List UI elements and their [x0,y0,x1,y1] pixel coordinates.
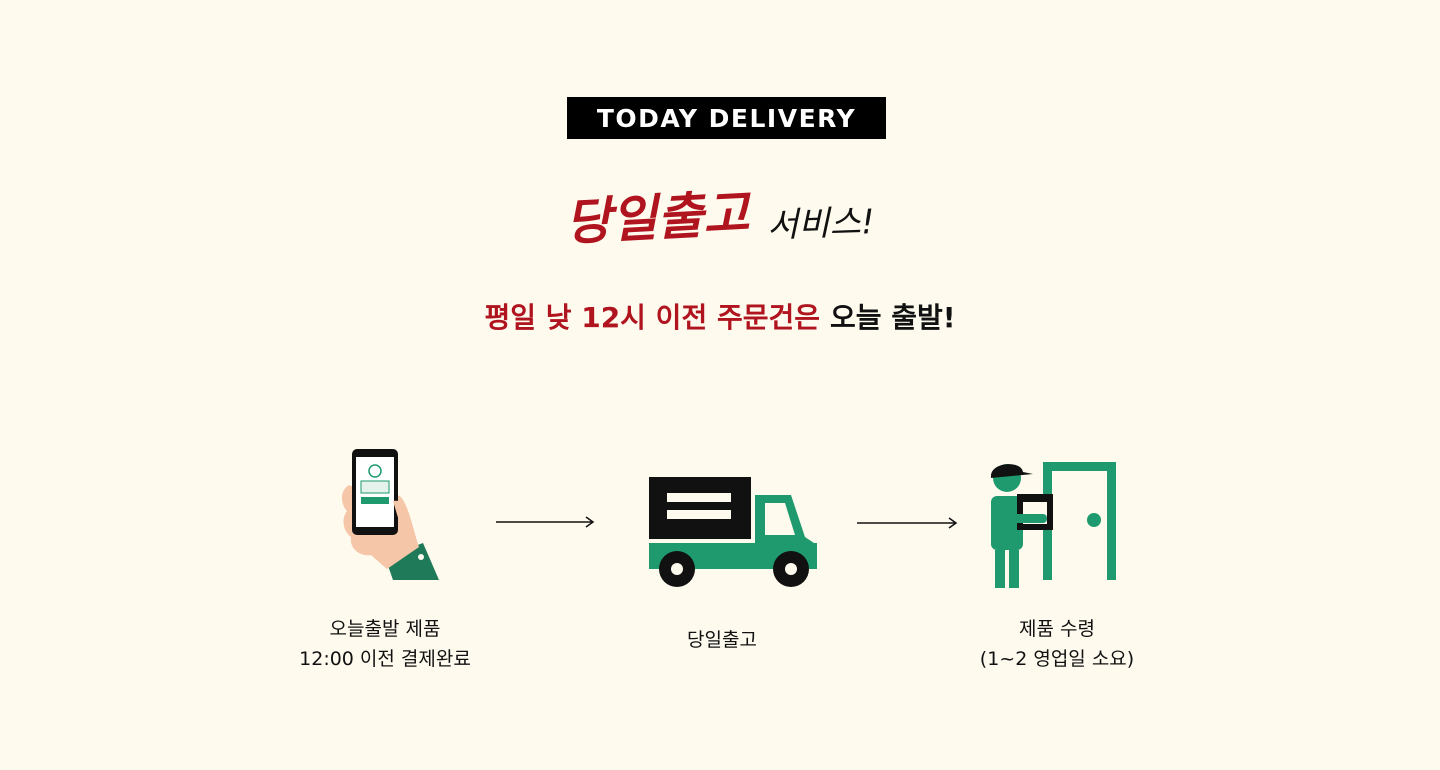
arrow-right-icon [857,517,958,529]
caption-line: 제품 수령 [1019,618,1095,640]
step-caption-receive: 제품 수령 (1~2 영업일 소요) [957,614,1157,674]
caption-line: 오늘출발 제품 [329,618,441,640]
caption-line: 12:00 이전 결제완료 [299,648,471,670]
arrow-right-icon [496,516,595,528]
caption-line: (1~2 영업일 소요) [979,648,1135,670]
subline: 평일 낮 12시 이전 주문건은 오늘 출발! [0,296,1440,336]
headline-service: 서비스! [766,202,876,246]
headline: 당일출고 서비스! [0,178,1440,252]
phone-payment-icon [342,449,439,580]
caption-line: 당일출고 [687,629,757,651]
today-delivery-badge: TODAY DELIVERY [567,97,886,139]
delivery-truck-icon [649,477,817,587]
step-caption-payment: 오늘출발 제품 12:00 이전 결제완료 [285,614,485,674]
courier-door-icon [991,462,1116,588]
subline-condition: 평일 낮 12시 이전 주문건은 [484,301,820,334]
step-caption-dispatch: 당일출고 [622,625,822,655]
subline-result: 오늘 출발! [830,301,956,334]
headline-highlight: 당일출고 [564,183,751,252]
